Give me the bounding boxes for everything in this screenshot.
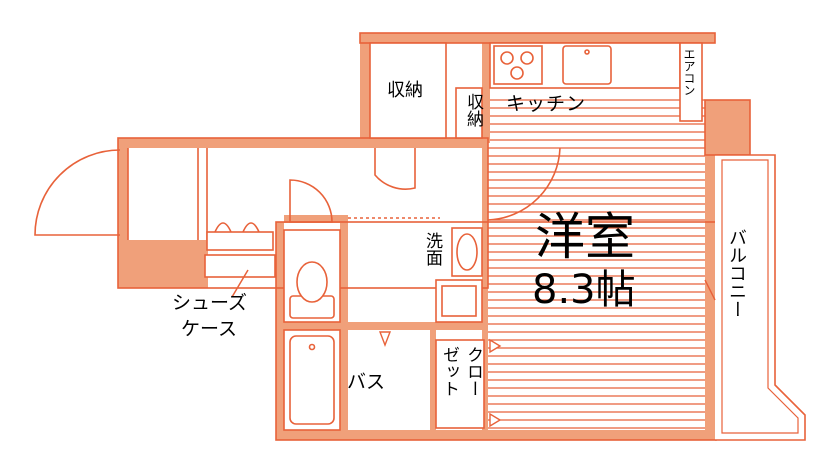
- shoe-case-label-line-2: ケース: [181, 318, 238, 340]
- main-room-floor-hatching: [488, 99, 705, 429]
- balcony-outline: [715, 154, 806, 441]
- main-room-name: 洋室: [535, 208, 635, 266]
- kitchen-label: キッチン: [506, 93, 587, 115]
- shoe-case-label-line-1: シューズ: [172, 292, 248, 314]
- shoe-case-leader: [231, 269, 249, 298]
- washbasin-unit: [435, 227, 483, 323]
- washbasin-label: 洗面: [422, 232, 442, 266]
- balcony-rail: [721, 159, 799, 434]
- toilet: [283, 229, 341, 323]
- shoe-case: [204, 222, 276, 278]
- closet-door-marks: [489, 338, 502, 428]
- closet-label-col-1: クロー: [463, 346, 483, 397]
- closet-box: [435, 339, 485, 429]
- kitchen-counter: [489, 42, 703, 122]
- washroom-door-swing: [289, 179, 333, 223]
- balcony-label: バルコニー: [726, 228, 747, 318]
- closet-door-swing: [374, 148, 416, 190]
- bath-tub: [283, 329, 341, 431]
- small-storage: [455, 87, 483, 139]
- walls: [118, 33, 750, 440]
- window-mark: [704, 279, 716, 301]
- storage-label: 収納: [387, 80, 423, 101]
- main-room-door-swing: [487, 147, 561, 221]
- small-storage-label: 収納: [463, 93, 483, 127]
- storage-closet: [369, 42, 447, 139]
- entrance-door-swing: [34, 149, 121, 236]
- aircon-label: エアコン: [682, 48, 696, 96]
- bath-label: バス: [347, 371, 386, 393]
- bath-door-mark: [378, 331, 392, 347]
- closet-label-col-2: ゼット: [439, 346, 459, 397]
- main-room-size: 8.3帖: [532, 267, 636, 313]
